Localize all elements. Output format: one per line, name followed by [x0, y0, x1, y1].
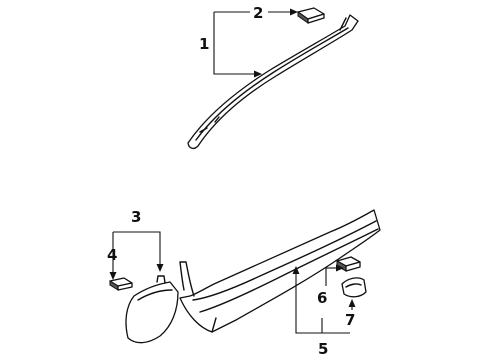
- rocker-clip: [336, 256, 361, 272]
- roof-molding: [187, 14, 359, 150]
- roof-clip: [297, 7, 325, 24]
- callout-2: 2: [253, 4, 263, 22]
- leader-3: [109, 231, 164, 280]
- rocker-molding: [179, 209, 381, 333]
- leader-2: [268, 8, 298, 16]
- callout-4: 4: [107, 246, 117, 264]
- leader-1: [213, 11, 262, 78]
- callout-3: 3: [131, 208, 141, 226]
- leader-6: [325, 264, 344, 286]
- leader-5: [292, 266, 350, 334]
- rocker-end-cap: [341, 277, 367, 298]
- callout-5: 5: [318, 340, 328, 358]
- leader-7: [348, 299, 356, 310]
- fender-clip: [109, 277, 133, 291]
- callout-6: 6: [317, 289, 327, 307]
- callout-1: 1: [199, 35, 209, 53]
- callout-7: 7: [345, 311, 355, 329]
- fender-extension: [125, 275, 179, 344]
